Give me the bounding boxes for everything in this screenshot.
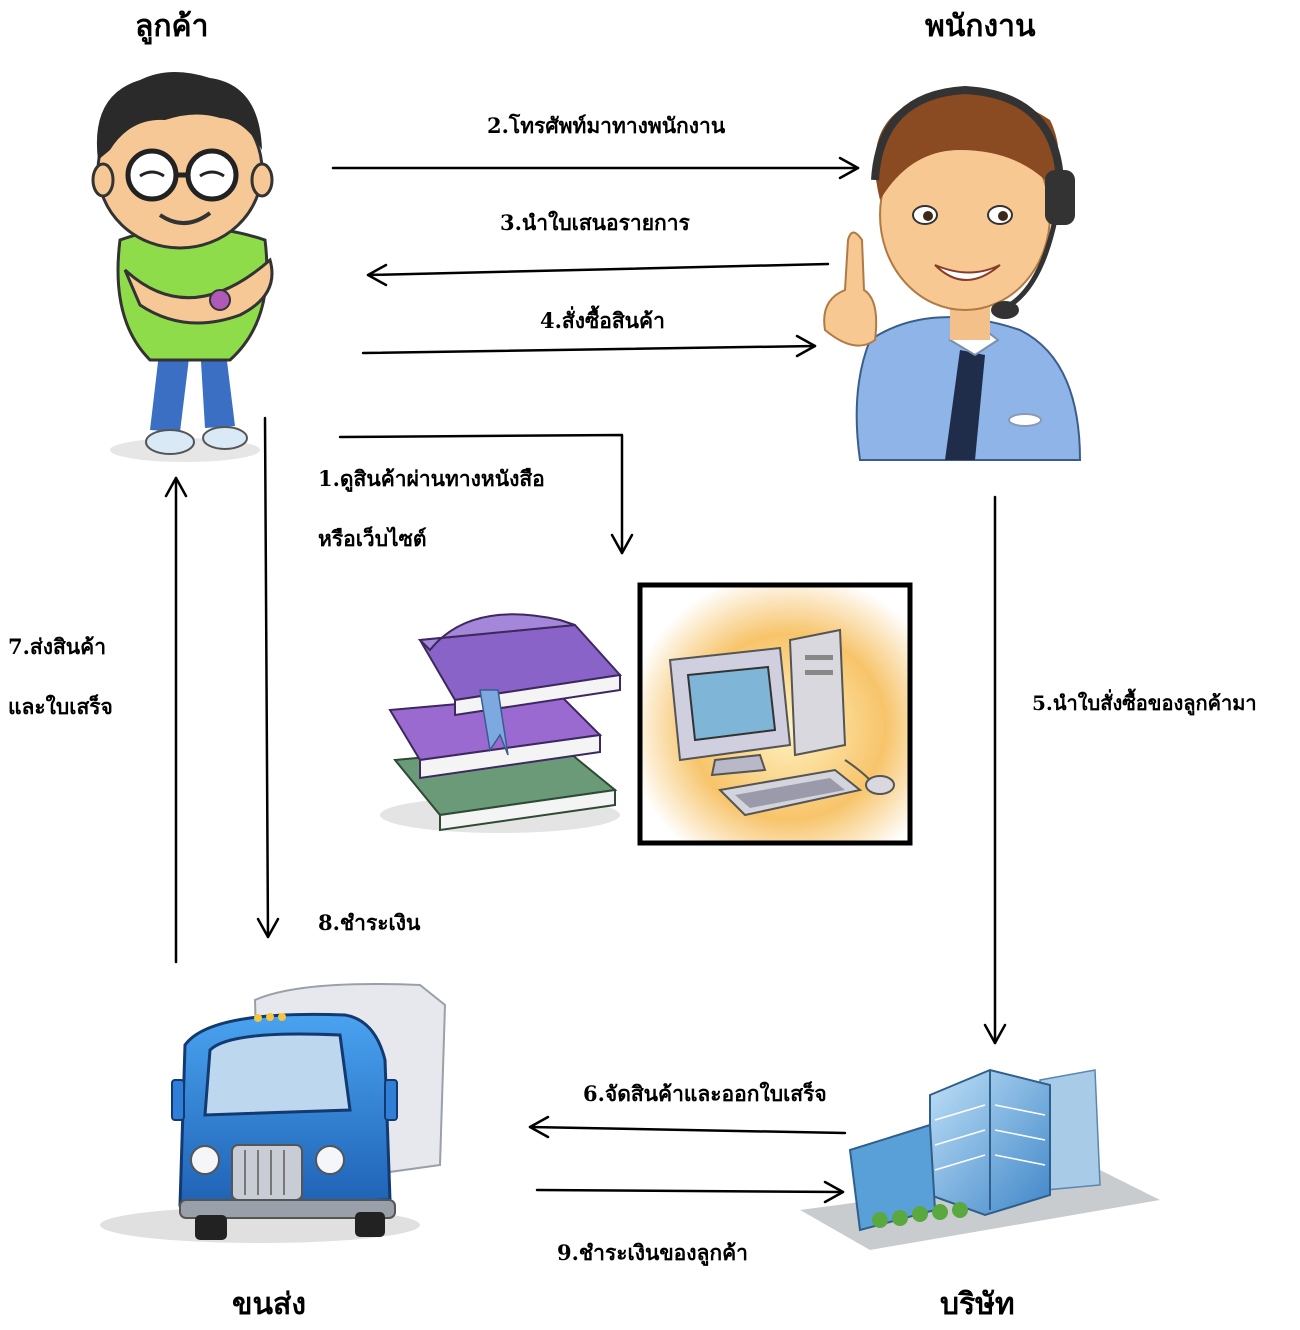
step-5-label: 5.นำใบสั่งซื้อของลูกค้ามา	[1032, 691, 1257, 715]
computer-icon	[637, 582, 913, 846]
arrow-step-4	[361, 334, 817, 358]
customer-title: ลูกค้า	[135, 9, 209, 44]
step-3-label: 3.นำใบเสนอรายการ	[500, 210, 690, 235]
step-7-label-line1: 7.ส่งสินค้า	[8, 634, 107, 659]
operator-icon	[823, 85, 1082, 461]
building-icon	[800, 1068, 1160, 1250]
step-7-label-line2: และใบเสร็จ	[8, 694, 113, 719]
arrow-step-1	[338, 433, 634, 555]
arrow-step-6	[528, 1115, 847, 1139]
step-1-label-line1: 1.ดูสินค้าผ่านทางหนังสือ	[318, 466, 545, 491]
arrow-step-8	[256, 416, 280, 939]
books-icon	[380, 613, 622, 833]
step-8-label: 8.ชำระเงิน	[318, 910, 421, 935]
arrow-step-2	[331, 156, 860, 180]
company-title: บริษัท	[940, 1287, 1015, 1322]
customer-icon	[91, 71, 274, 462]
step-2-label: 2.โทรศัพท์มาทางพนักงาน	[487, 113, 726, 138]
step-1-label-line2: หรือเว็บไซต์	[318, 526, 427, 551]
arrow-step-5	[983, 495, 1007, 1045]
arrow-step-9	[535, 1180, 845, 1204]
step-9-label: 9.ชำระเงินของลูกค้า	[557, 1240, 748, 1265]
arrow-step-3	[366, 262, 830, 287]
step-6-label: 6.จัดสินค้าและออกใบเสร็จ	[583, 1081, 827, 1106]
step-4-label: 4.สั่งซื้อสินค้า	[540, 308, 665, 333]
truck-icon	[100, 983, 447, 1243]
staff-title: พนักงาน	[925, 9, 1036, 44]
transport-title: ขนส่ง	[232, 1287, 306, 1322]
arrow-step-7	[164, 476, 188, 964]
